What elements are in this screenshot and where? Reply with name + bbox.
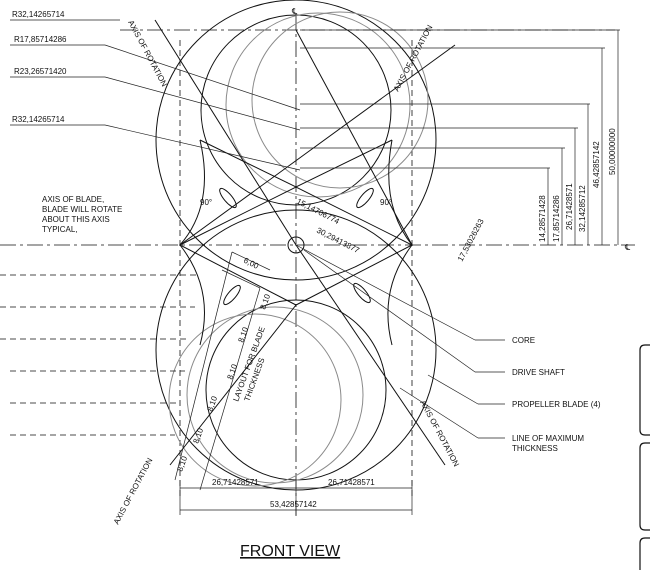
radius-4: R32,14265714 xyxy=(12,115,65,124)
upper-blade-circles xyxy=(200,11,429,206)
callout-max-line-1: LINE OF MAXIMUM xyxy=(512,434,584,443)
axis-diag-5 xyxy=(169,304,297,466)
centerline-top: ℄ xyxy=(291,7,298,16)
callout-drive-shaft: DRIVE SHAFT xyxy=(512,368,565,377)
radius-1: R32,14265714 xyxy=(12,10,65,19)
axis-blade-line-2: BLADE WILL ROTATE xyxy=(42,205,122,214)
dim-v4: 32,14285712 xyxy=(578,185,587,232)
upper-circle-1 xyxy=(200,14,392,206)
blade-ellipse-ul xyxy=(219,187,237,209)
axis-rotation-bottom-right: AXIS OF ROTATION xyxy=(418,399,461,469)
axis-rotation-top-left: AXIS OF ROTATION xyxy=(126,19,169,89)
blade-v-upper xyxy=(199,139,393,188)
lower-circle-2 xyxy=(186,306,364,484)
lower-blade-circles xyxy=(168,299,387,487)
dim-v3: 26,71428571 xyxy=(565,183,574,230)
r4-leader xyxy=(104,124,301,171)
bw-line-b xyxy=(221,269,261,289)
dim-v5: 46,42857142 xyxy=(592,141,601,188)
blade-ellipse-lr xyxy=(353,282,371,304)
centerline-right: ℄ xyxy=(624,243,631,252)
left-dashed-lines xyxy=(0,274,200,436)
dim-thick-6: 8,10 xyxy=(175,454,189,472)
dim-thick-4: 8,10 xyxy=(205,394,219,412)
frame-box-1 xyxy=(639,344,650,436)
upper-outer-circle xyxy=(155,0,437,281)
axis-diag-4 xyxy=(295,244,446,466)
dim-diag-3: 17,53026263 xyxy=(456,217,486,263)
bw-line-a xyxy=(231,251,271,271)
r2-leader xyxy=(104,44,301,111)
blade-ellipse-ur xyxy=(356,187,374,209)
upper-circle-3 xyxy=(251,11,429,189)
maxline-leader xyxy=(399,387,479,439)
axis-diag-2 xyxy=(295,29,413,246)
dim-blade-width: 6,00 xyxy=(242,256,260,271)
drive-shaft-circle xyxy=(287,236,305,254)
blade-curve-upper-right xyxy=(388,139,413,246)
sheet-frame xyxy=(639,344,650,570)
blade-curve-lower-left xyxy=(179,244,205,346)
dim-v6: 50,00000000 xyxy=(608,128,617,175)
axis-blade-line-4: TYPICAL, xyxy=(42,225,78,234)
lower-circle-3 xyxy=(168,313,342,487)
bottom-dimensions xyxy=(179,480,413,515)
dim-v2: 17,85714286 xyxy=(552,195,561,242)
blade-curve-upper-left xyxy=(179,139,205,246)
axis-blade-line-1: AXIS OF BLADE, xyxy=(42,195,104,204)
dim-bottom-total: 53,42857142 xyxy=(270,500,317,509)
callout-propeller-blade: PROPELLER BLADE (4) xyxy=(512,400,601,409)
core-leader xyxy=(295,244,476,341)
shaft-leader xyxy=(303,249,476,373)
radius-2: R17,85714286 xyxy=(14,35,67,44)
layout-line-inner xyxy=(199,287,261,491)
dim-diag-2: 30,29413877 xyxy=(315,226,361,255)
layout-line-outer xyxy=(174,251,233,481)
axis-diag-3 xyxy=(179,44,456,246)
blade-thickness-layout xyxy=(174,251,271,491)
frame-box-2 xyxy=(639,442,650,531)
r3-leader xyxy=(104,76,301,131)
dim-thick-1: 8,10 xyxy=(258,292,272,310)
view-title: FRONT VIEW xyxy=(240,543,341,560)
blade-curves xyxy=(179,139,413,346)
right-dimension-lines xyxy=(547,30,619,245)
angle-right: 90° xyxy=(380,198,392,207)
dim-v1: 14,28571428 xyxy=(538,195,547,242)
frame-box-3 xyxy=(639,537,650,570)
axis-lines xyxy=(154,19,456,466)
blade-leader xyxy=(427,374,479,405)
blade-ellipse-ll xyxy=(223,284,241,306)
callout-max-line-2: THICKNESS xyxy=(512,444,558,453)
axis-diag-1 xyxy=(154,19,297,246)
axis-rotation-bottom-left: AXIS OF ROTATION xyxy=(112,456,155,526)
dim-bottom-right: 26,71428571 xyxy=(328,478,375,487)
dim-diag-1: 15,14706774 xyxy=(295,197,341,226)
callout-leaders xyxy=(295,244,505,439)
upper-circle-2 xyxy=(225,12,411,198)
callout-core: CORE xyxy=(512,336,535,345)
blade-curve-lower-right xyxy=(387,244,413,346)
angle-left: 90° xyxy=(200,198,212,207)
radius-3: R23,26571420 xyxy=(14,67,67,76)
dim-bottom-left: 26,71428571 xyxy=(212,478,259,487)
axis-blade-line-3: ABOUT THIS AXIS xyxy=(42,215,110,224)
radius-leaders xyxy=(10,19,301,171)
extension-lines xyxy=(300,29,620,169)
